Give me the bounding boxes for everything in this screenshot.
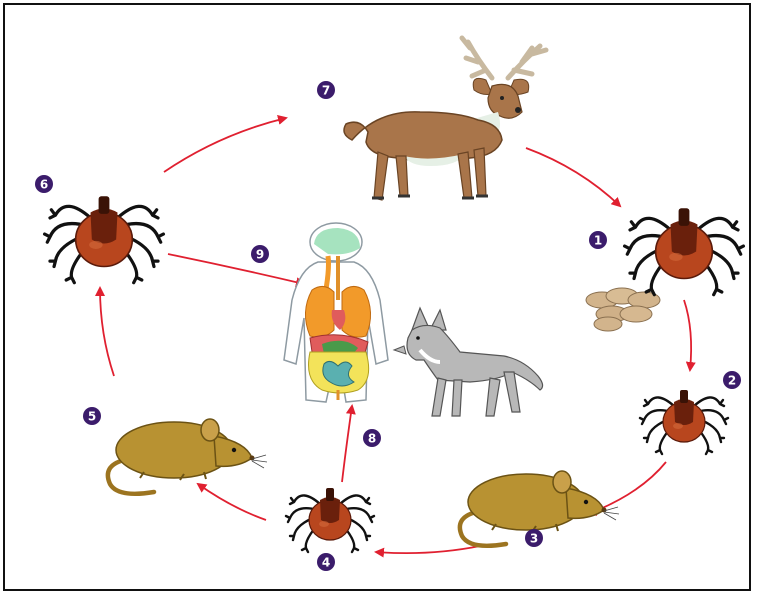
step-badge-2: 2 <box>723 371 741 389</box>
cycle-arrow-4 <box>376 546 480 553</box>
step-badge-label: 1 <box>594 233 602 247</box>
cycle-arrow-1 <box>526 148 620 206</box>
cycle-arrow-2 <box>684 300 691 370</box>
step-badge-label: 5 <box>88 409 96 423</box>
step-badge-4: 4 <box>317 553 335 571</box>
cycle-arrow-6 <box>100 288 114 376</box>
mouse-left-illustration <box>108 419 267 494</box>
adult-tick-right-illustration <box>625 208 744 294</box>
step-badge-label: 8 <box>368 431 376 445</box>
cycle-arrows <box>100 118 691 553</box>
wolf-illustration <box>394 308 543 416</box>
tick-small-right-illustration <box>640 390 728 454</box>
tick-eggs-illustration <box>586 288 660 331</box>
cycle-arrow-8 <box>168 254 304 284</box>
tick-small-bottom-illustration <box>286 488 374 552</box>
human-anatomy-illustration <box>284 223 388 402</box>
cycle-arrow-7 <box>164 118 286 172</box>
step-badge-label: 2 <box>728 373 736 387</box>
step-badge-label: 9 <box>256 247 264 261</box>
deer-illustration <box>344 38 546 200</box>
adult-tick-left-illustration <box>45 196 164 282</box>
step-badge-label: 4 <box>322 555 330 569</box>
step-badge-label: 6 <box>40 177 48 191</box>
step-badge-label: 7 <box>322 83 330 97</box>
cycle-arrow-5 <box>198 484 266 520</box>
step-badge-label: 3 <box>530 531 538 545</box>
step-badge-3: 3 <box>525 529 543 547</box>
cycle-arrow-9 <box>342 406 352 482</box>
step-badge-7: 7 <box>317 81 335 99</box>
step-badge-8: 8 <box>363 429 381 447</box>
step-badge-1: 1 <box>589 231 607 249</box>
step-badge-9: 9 <box>251 245 269 263</box>
step-badge-6: 6 <box>35 175 53 193</box>
step-badge-5: 5 <box>83 407 101 425</box>
